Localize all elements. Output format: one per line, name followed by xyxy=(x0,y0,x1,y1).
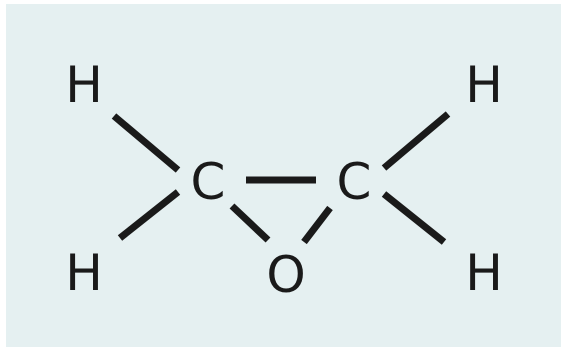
diagram-panel: H H C C O H H xyxy=(6,4,561,347)
atom-c-right: C xyxy=(337,153,372,211)
bond-c-left-o xyxy=(229,203,271,243)
atom-h-bottom-right: H xyxy=(465,244,503,302)
atom-h-top-left: H xyxy=(65,56,103,114)
ethylene-oxide-structure: H H C C O H H xyxy=(65,56,503,304)
bond-c-right-h-bottom-right xyxy=(381,191,447,245)
atom-h-bottom-left: H xyxy=(65,244,103,302)
atom-oxygen: O xyxy=(266,246,305,304)
bond-c-right-o xyxy=(301,205,333,245)
atom-h-top-right: H xyxy=(465,56,503,114)
bond-h-bottom-left-c-left xyxy=(117,189,181,241)
atom-c-left: C xyxy=(191,153,226,211)
bond-c-right-h-top-right xyxy=(381,111,451,171)
bond-h-top-left-c-left xyxy=(111,113,181,173)
